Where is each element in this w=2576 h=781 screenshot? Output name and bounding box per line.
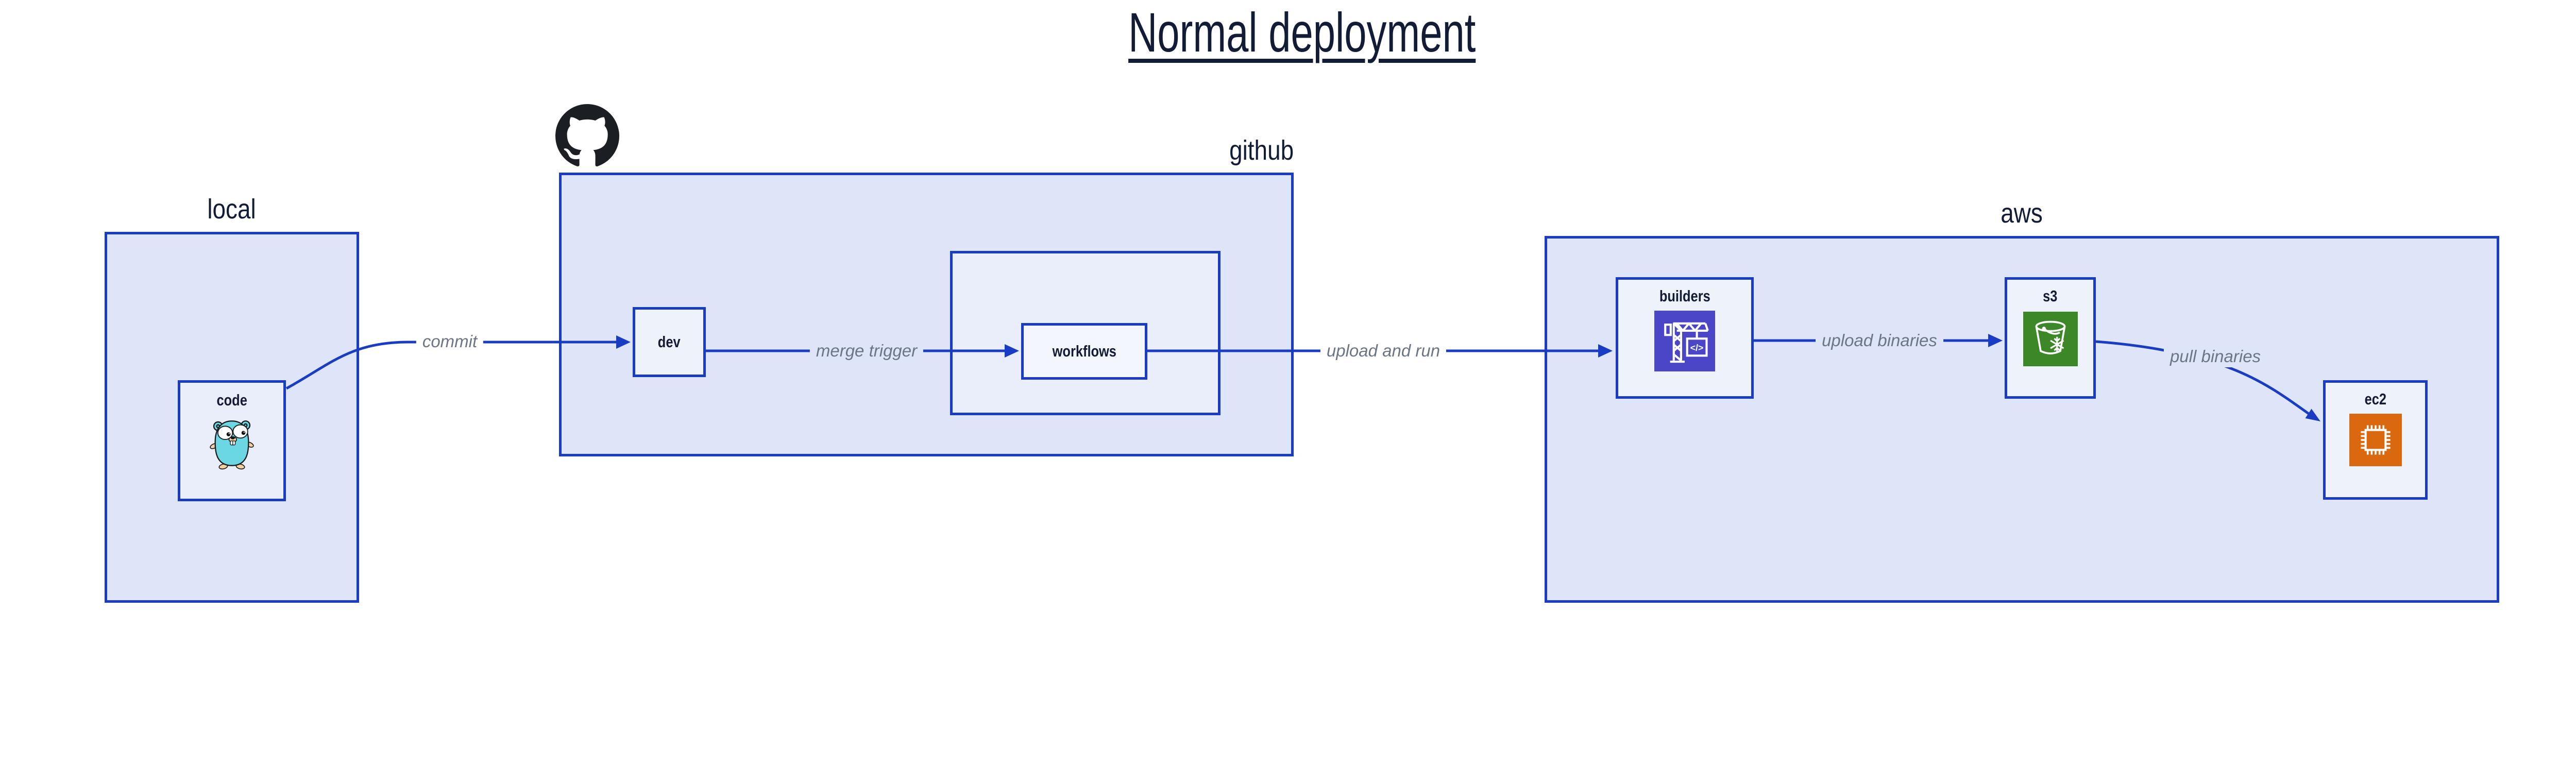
group-label-github: github bbox=[559, 135, 1294, 166]
node-workflows-label: workflows bbox=[1045, 342, 1124, 361]
node-workflows-label-text: workflows bbox=[1052, 342, 1116, 360]
codebuild-crane-icon: </> bbox=[1654, 311, 1715, 371]
edge-merge-trigger-label: merge trigger bbox=[809, 340, 924, 362]
node-code: code bbox=[178, 380, 286, 501]
node-builders: builders </> bbox=[1616, 277, 1754, 399]
node-s3-label: s3 bbox=[2041, 287, 2059, 305]
diagram-title: Normal deployment bbox=[1128, 1, 1476, 63]
ec2-chip-icon bbox=[2349, 414, 2402, 466]
node-s3: s3 bbox=[2005, 277, 2096, 399]
edge-pull-binaries-label: pull binaries bbox=[2163, 346, 2267, 367]
go-gopher-icon bbox=[210, 420, 254, 470]
node-builders-label: builders bbox=[1654, 287, 1716, 305]
group-label-aws: aws bbox=[1545, 198, 2499, 229]
group-label-github-text: github bbox=[1229, 135, 1294, 166]
edge-upload-and-run-label: upload and run bbox=[1320, 340, 1447, 362]
group-label-aws-text: aws bbox=[2001, 198, 2043, 229]
node-ec2: ec2 bbox=[2323, 380, 2428, 500]
node-workflows: workflows bbox=[1021, 323, 1147, 380]
node-code-label-text: code bbox=[216, 391, 247, 409]
node-ec2-label-text: ec2 bbox=[2364, 390, 2386, 408]
node-code-label: code bbox=[213, 391, 250, 410]
node-dev: dev bbox=[633, 307, 706, 377]
edge-commit-label: commit bbox=[416, 331, 484, 352]
codebuild-code-glyph: </> bbox=[1690, 343, 1704, 353]
group-label-local: local bbox=[105, 194, 359, 225]
diagram-title-row: Normal deployment bbox=[0, 0, 2576, 64]
node-dev-label-text: dev bbox=[658, 333, 681, 351]
edge-upload-binaries-label: upload binaries bbox=[1816, 330, 1943, 351]
s3-glacier-bucket-icon bbox=[2023, 312, 2078, 366]
group-label-local-text: local bbox=[207, 194, 257, 225]
node-ec2-label: ec2 bbox=[2362, 390, 2389, 409]
github-octocat-icon bbox=[555, 104, 619, 166]
node-dev-label: dev bbox=[655, 333, 683, 351]
node-s3-label-text: s3 bbox=[2043, 287, 2058, 305]
node-builders-label-text: builders bbox=[1659, 287, 1710, 305]
